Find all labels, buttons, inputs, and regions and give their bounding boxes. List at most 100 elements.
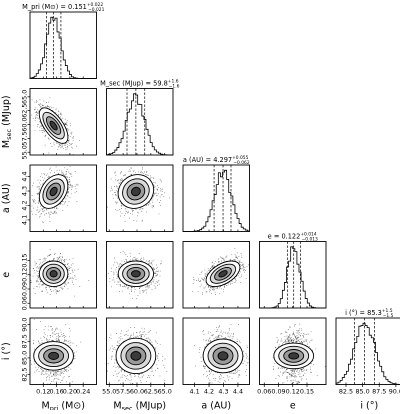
sample-point: [122, 291, 123, 292]
sample-point: [157, 199, 158, 200]
sample-point: [51, 107, 52, 108]
sample-point: [44, 210, 45, 211]
sample-point: [150, 175, 151, 176]
sample-point: [161, 261, 162, 262]
sample-point: [119, 284, 120, 285]
sample-point: [145, 289, 146, 290]
sample-point: [150, 203, 151, 204]
sample-point: [40, 184, 41, 185]
sample-point: [141, 258, 142, 259]
sample-point: [55, 289, 56, 290]
sample-point: [77, 184, 78, 185]
sample-point: [114, 282, 115, 283]
sample-point: [157, 185, 158, 186]
sample-point: [69, 143, 70, 144]
sample-point: [50, 254, 51, 255]
sample-point: [53, 259, 54, 260]
sample-point: [155, 287, 156, 288]
sample-point: [72, 263, 73, 264]
sample-point: [69, 187, 70, 188]
sample-point: [42, 128, 43, 129]
sample-point: [68, 182, 69, 183]
sample-point: [49, 217, 50, 218]
sample-point: [73, 272, 74, 273]
sample-point: [148, 263, 149, 264]
sample-point: [246, 278, 247, 279]
sample-point: [157, 190, 158, 191]
sample-point: [53, 290, 54, 291]
sample-point: [58, 259, 59, 260]
sample-point: [40, 210, 41, 211]
sample-point: [219, 287, 220, 288]
sample-point: [112, 190, 113, 191]
sample-point: [42, 209, 43, 210]
sample-point: [143, 259, 144, 260]
sample-point: [69, 270, 70, 271]
sample-point: [67, 144, 68, 145]
sample-point: [157, 282, 158, 283]
sample-point: [117, 186, 118, 187]
sample-point: [152, 205, 153, 206]
sample-point: [69, 268, 70, 269]
sample-point: [61, 119, 62, 120]
sample-point: [146, 286, 147, 287]
sample-point: [70, 173, 71, 174]
sample-point: [121, 264, 122, 265]
sample-point: [72, 143, 73, 144]
sample-point: [69, 173, 70, 174]
sample-point: [146, 289, 147, 290]
sample-point: [35, 293, 36, 294]
sample-point: [112, 280, 113, 281]
sample-point: [127, 212, 128, 213]
sample-point: [162, 189, 163, 190]
sample-point: [43, 222, 44, 223]
sample-point: [65, 201, 66, 202]
sample-point: [43, 261, 44, 262]
sample-point: [37, 101, 38, 102]
sample-point: [68, 142, 69, 143]
sample-point: [42, 132, 43, 133]
sample-point: [116, 203, 117, 204]
sample-point: [46, 213, 47, 214]
sample-point: [147, 175, 148, 176]
sample-point: [133, 220, 134, 221]
sample-point: [120, 281, 121, 282]
sample-point: [34, 270, 35, 271]
sample-point: [152, 202, 153, 203]
sample-point: [35, 117, 36, 118]
sample-point: [160, 205, 161, 206]
sample-point: [130, 213, 131, 214]
sample-point: [114, 173, 115, 174]
sample-point: [46, 210, 47, 211]
sample-point: [51, 170, 52, 171]
sample-point: [60, 145, 61, 146]
sample-point: [141, 211, 142, 212]
sample-point: [42, 183, 43, 184]
sample-point: [209, 269, 210, 270]
sample-point: [111, 186, 112, 187]
sample-point: [67, 169, 68, 170]
sample-point: [152, 200, 153, 201]
sample-point: [117, 274, 118, 275]
sample-point: [67, 264, 68, 265]
sample-point: [116, 185, 117, 186]
sample-point: [62, 145, 63, 146]
sample-point: [62, 118, 63, 119]
sample-point: [37, 266, 38, 267]
panel-frame: [30, 12, 97, 79]
sample-point: [59, 144, 60, 145]
sample-point: [136, 209, 137, 210]
sample-point: [40, 206, 41, 207]
sample-point: [63, 174, 64, 175]
sample-point: [161, 194, 162, 195]
sample-point: [57, 208, 58, 209]
sample-point: [215, 261, 216, 262]
sample-point: [68, 263, 69, 264]
sample-point: [119, 266, 120, 267]
sample-point: [67, 125, 68, 126]
sample-point: [145, 174, 146, 175]
sample-point: [54, 208, 55, 209]
sample-point: [71, 176, 72, 177]
sample-point: [55, 211, 56, 212]
sample-point: [71, 134, 72, 135]
